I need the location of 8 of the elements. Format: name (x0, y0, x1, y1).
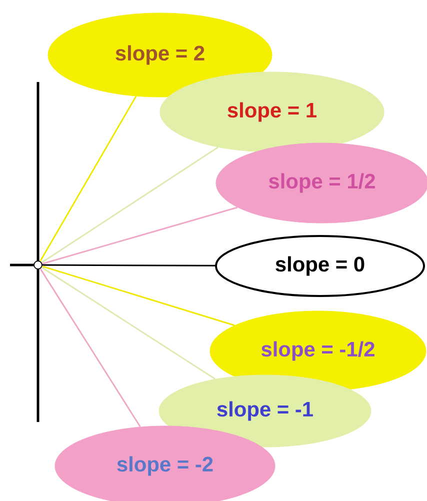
line (42, 264, 216, 266)
origin-point (34, 260, 42, 270)
line (42, 206, 238, 264)
line (40, 96, 137, 262)
line (41, 266, 216, 380)
line (40, 268, 141, 428)
line (42, 266, 235, 326)
line (41, 146, 218, 264)
